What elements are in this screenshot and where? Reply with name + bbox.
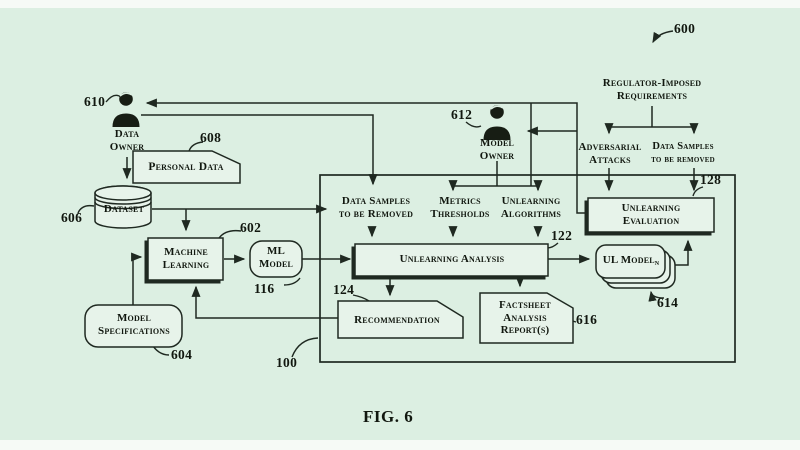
- ref-614: 614: [657, 295, 679, 310]
- ref-604: 604: [171, 347, 193, 362]
- ref-128: 128: [700, 172, 722, 187]
- leader-612: [465, 121, 482, 128]
- unlearning-evaluation-box: [584, 197, 715, 236]
- leader-124: [352, 294, 370, 302]
- model-owner-icon: [483, 105, 511, 140]
- dataowner-to-datasamples-line: [141, 114, 378, 186]
- leader-614: [648, 290, 665, 302]
- model-specifications-shape: [84, 304, 183, 348]
- data-owner-icon: [112, 92, 140, 127]
- leader-606: [77, 204, 95, 214]
- factsheet-shape: [479, 292, 574, 344]
- personal-data-label: Personal Data: [148, 161, 224, 173]
- dataset-cylinder: [94, 185, 152, 229]
- recommendation-to-ml-line: [191, 285, 338, 319]
- letterbox-bottom: [0, 440, 800, 450]
- ref-602: 602: [240, 220, 262, 235]
- ul-model-stack: [595, 244, 676, 289]
- ref-610: 610: [84, 94, 106, 109]
- leader-100: [291, 337, 319, 358]
- machine-learning-box: [144, 237, 224, 284]
- ref-100: 100: [276, 355, 298, 370]
- ul-model-label: UL Modeln: [602, 254, 660, 267]
- leader-610: [105, 94, 122, 103]
- system-boundary-box: [319, 174, 736, 363]
- leader-602: [218, 229, 242, 239]
- evaluation-to-dataowner-line: [145, 98, 588, 214]
- ml-model-shape: [249, 240, 303, 278]
- ref-612: 612: [451, 107, 473, 122]
- ref-600: 600: [674, 21, 696, 36]
- leader-116: [283, 277, 301, 286]
- leader-600: [652, 30, 674, 44]
- unlearning-analysis-box: [351, 243, 549, 280]
- recommendation-label: Recommendation: [354, 314, 440, 326]
- ulmodel-to-evaluation-line: [671, 239, 693, 266]
- leader-128: [692, 186, 704, 197]
- ref-606: 606: [61, 210, 83, 225]
- node-shapes: [84, 92, 715, 348]
- connectors: [122, 98, 736, 363]
- personal-data-shape: [132, 150, 241, 184]
- dataset-label: Dataset: [103, 203, 145, 215]
- ref-116: 116: [254, 281, 275, 296]
- ref-608: 608: [200, 130, 222, 145]
- letterbox-top: [0, 0, 800, 8]
- recommendation-shape: [337, 300, 464, 339]
- modelspec-to-ml-line: [131, 252, 143, 306]
- ref-616: 616: [576, 312, 598, 327]
- figure-caption: FIG. 6: [363, 407, 414, 426]
- unlearning-analysis-label: Unlearning Analysis: [399, 253, 505, 265]
- ref-124: 124: [333, 282, 355, 297]
- leader-608: [188, 141, 204, 152]
- ref-122: 122: [551, 228, 573, 243]
